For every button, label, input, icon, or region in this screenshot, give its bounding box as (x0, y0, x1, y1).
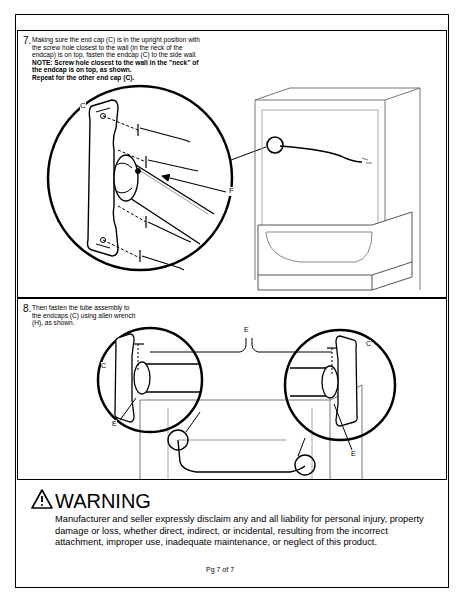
step-panel: 7.Making sure the end cap (C) is in the … (17, 30, 447, 298)
step-number: 7. (23, 35, 31, 47)
part-letter: C (80, 102, 86, 111)
part-letter: C (101, 362, 106, 370)
step-panel: 8.Then fasten the tube assembly to the e… (17, 298, 447, 480)
step-number: 8. (23, 303, 31, 315)
part-letter: F (229, 187, 234, 196)
part-letter: E (112, 420, 117, 428)
step-emphasis: Repeat for the other end cap (C). (32, 74, 202, 82)
part-letter: E (351, 450, 356, 458)
warning-heading: WARNING (55, 490, 151, 512)
part-letter: C (366, 340, 371, 348)
part-letter: E (244, 326, 249, 334)
step-note: NOTE: Screw hole closest to the wall in … (32, 59, 202, 74)
step-text: Making sure the end cap (C) is in the up… (32, 35, 202, 59)
step-text: Then fasten the tube assembly to the end… (32, 303, 140, 327)
warning-icon (32, 490, 52, 508)
page-frame (16, 15, 449, 588)
page-number: Pg 7 of 7 (206, 566, 234, 574)
warning-text: Manufacturer and seller expressly discla… (55, 514, 433, 549)
step8-art (98, 328, 395, 480)
step7-art (48, 86, 420, 290)
